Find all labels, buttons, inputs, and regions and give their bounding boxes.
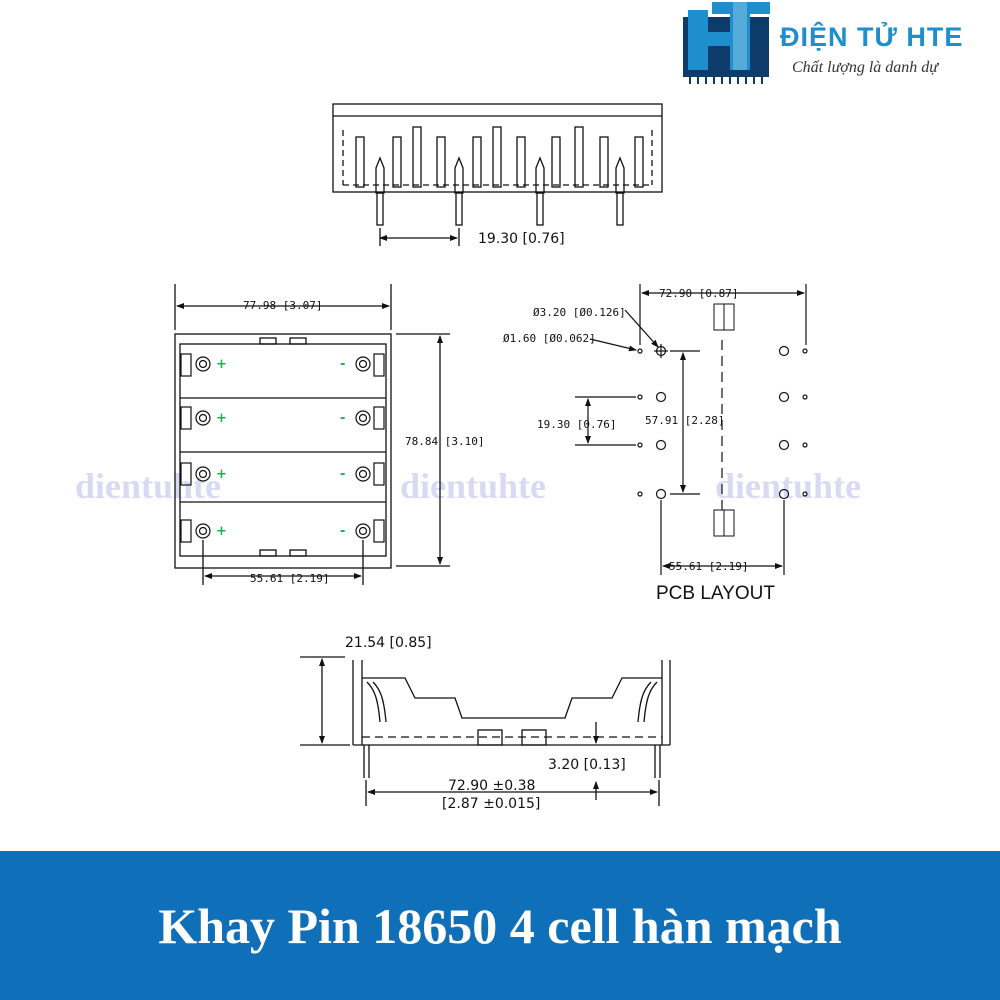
watermark-center: dientuhte	[400, 466, 546, 506]
watermark-right: dientuhte	[715, 466, 861, 506]
centerline-icon	[713, 303, 735, 331]
pcb-span-label: 57.91 [2.28]	[645, 414, 724, 427]
cell-3-plus: +	[216, 467, 227, 482]
watermark-left: dientuhte	[75, 466, 221, 506]
pcb-layout	[575, 284, 808, 575]
cell-slot	[180, 519, 385, 543]
side-view	[300, 656, 671, 806]
brand-tagline: Chất lượng là danh dự	[792, 59, 939, 76]
plan-view	[174, 284, 450, 585]
cell-slot	[180, 462, 385, 486]
cell-4-minus: -	[340, 524, 345, 539]
cell-2-minus: -	[340, 411, 345, 426]
cell-slot	[180, 353, 385, 377]
cell-4-plus: +	[216, 524, 227, 539]
cell-slot	[180, 406, 385, 430]
pcb-holes	[637, 345, 808, 500]
side-length-in-label: [2.87 ±0.015]	[442, 796, 540, 812]
cell-2-plus: +	[216, 411, 227, 426]
brand-logo: ĐIỆN TỬ HTE Chất lượng là danh dự	[683, 2, 963, 84]
cell-3-minus: -	[340, 467, 345, 482]
chip-logo-icon	[683, 2, 770, 84]
pcb-width-label: 72.90 [0.87]	[659, 287, 738, 300]
title-banner: Khay Pin 18650 4 cell hàn mạch	[0, 851, 1000, 1000]
cell-1-minus: -	[340, 357, 345, 372]
side-pin-length-label: 3.20 [0.13]	[548, 757, 626, 773]
side-height-label: 21.54 [0.85]	[345, 635, 432, 651]
plan-terminal-spacing-label: 55.61 [2.19]	[250, 572, 329, 585]
pin-pitch-label: 19.30 [0.76]	[478, 231, 565, 247]
pcb-terminal-spacing-label: 55.61 [2.19]	[669, 560, 748, 573]
top-view	[332, 103, 663, 246]
pcb-layout-title: PCB LAYOUT	[656, 583, 775, 604]
pcb-hole-small-label: Ø1.60 [Ø0.062]	[503, 332, 596, 345]
pcb-row-pitch-label: 19.30 [0.76]	[537, 418, 616, 431]
plan-width-label: 77.98 [3.07]	[243, 299, 322, 312]
cell-1-plus: +	[216, 357, 227, 372]
side-length-label: 72.90 ±0.38	[448, 778, 535, 794]
product-title: Khay Pin 18650 4 cell hàn mạch	[158, 897, 842, 954]
brand-name: ĐIỆN TỬ HTE	[780, 20, 963, 52]
battery-cell-slots: + - + - + - + -	[180, 353, 385, 543]
plan-height-label: 78.84 [3.10]	[405, 435, 484, 448]
centerline-icon	[713, 509, 735, 537]
pcb-hole-large-label: Ø3.20 [Ø0.126]	[533, 306, 626, 319]
